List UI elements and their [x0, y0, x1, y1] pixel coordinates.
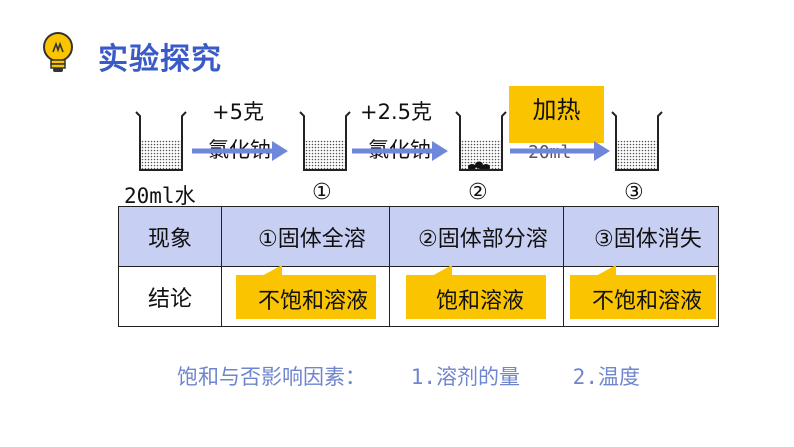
- conclusion-cell-3: 不饱和溶液: [563, 265, 719, 327]
- sticky-note: 不饱和溶液: [236, 265, 376, 319]
- row-header-phenomenon: 现象: [118, 206, 222, 267]
- page-title: 实验探究: [98, 42, 222, 77]
- beaker-number-3: ③: [624, 180, 644, 205]
- beaker-number-2: ②: [468, 180, 488, 205]
- row-header-conclusion: 结论: [118, 266, 222, 327]
- phenomenon-cell-1: ①固体全溶: [221, 206, 390, 267]
- beaker-number-1: ①: [312, 180, 332, 205]
- heat-highlight: [509, 86, 604, 143]
- add-amount-1: +5克: [212, 100, 264, 124]
- factor-1-number: 1.: [410, 365, 436, 389]
- water-char: 水: [174, 184, 196, 208]
- beaker-icon: [455, 111, 507, 171]
- conclusion-cell-1: 不饱和溶液: [221, 265, 390, 327]
- table-row: 现象 ①固体全溶 ②固体部分溶 ③固体消失: [118, 206, 719, 267]
- results-table: 现象 ①固体全溶 ②固体部分溶 ③固体消失 结论 不饱和溶液 饱和溶液: [118, 206, 719, 327]
- conclusion-cell-2: 饱和溶液: [389, 265, 564, 327]
- arrow-right-icon: [510, 141, 610, 161]
- table-row: 结论 不饱和溶液 饱和溶液 不饱和溶液: [118, 265, 719, 327]
- arrow-right-icon: [352, 141, 448, 161]
- beaker-icon: [299, 111, 351, 171]
- add-amount-2: +2.5克: [360, 100, 432, 124]
- factor-2-text: 温度: [597, 365, 640, 389]
- phenomenon-cell-2: ②固体部分溶: [389, 206, 564, 267]
- factors-label: 饱和与否影响因素：: [177, 365, 366, 389]
- factor-1-text: 溶剂的量: [435, 365, 520, 389]
- water-volume: 20ml: [124, 184, 175, 208]
- phenomenon-cell-3: ③固体消失: [563, 206, 719, 267]
- sticky-note: 不饱和溶液: [570, 265, 716, 319]
- lightbulb-icon: [43, 32, 73, 72]
- beaker-icon: [611, 111, 663, 171]
- factors-line: 饱和与否影响因素： 1.溶剂的量 2.温度: [177, 361, 640, 391]
- sticky-note: 饱和溶液: [406, 265, 546, 319]
- factor-2-number: 2.: [572, 365, 598, 389]
- arrow-right-icon: [192, 141, 288, 161]
- heat-label: 加热: [532, 96, 581, 124]
- beaker-icon: [135, 111, 187, 171]
- water-label: 20ml水: [124, 180, 196, 210]
